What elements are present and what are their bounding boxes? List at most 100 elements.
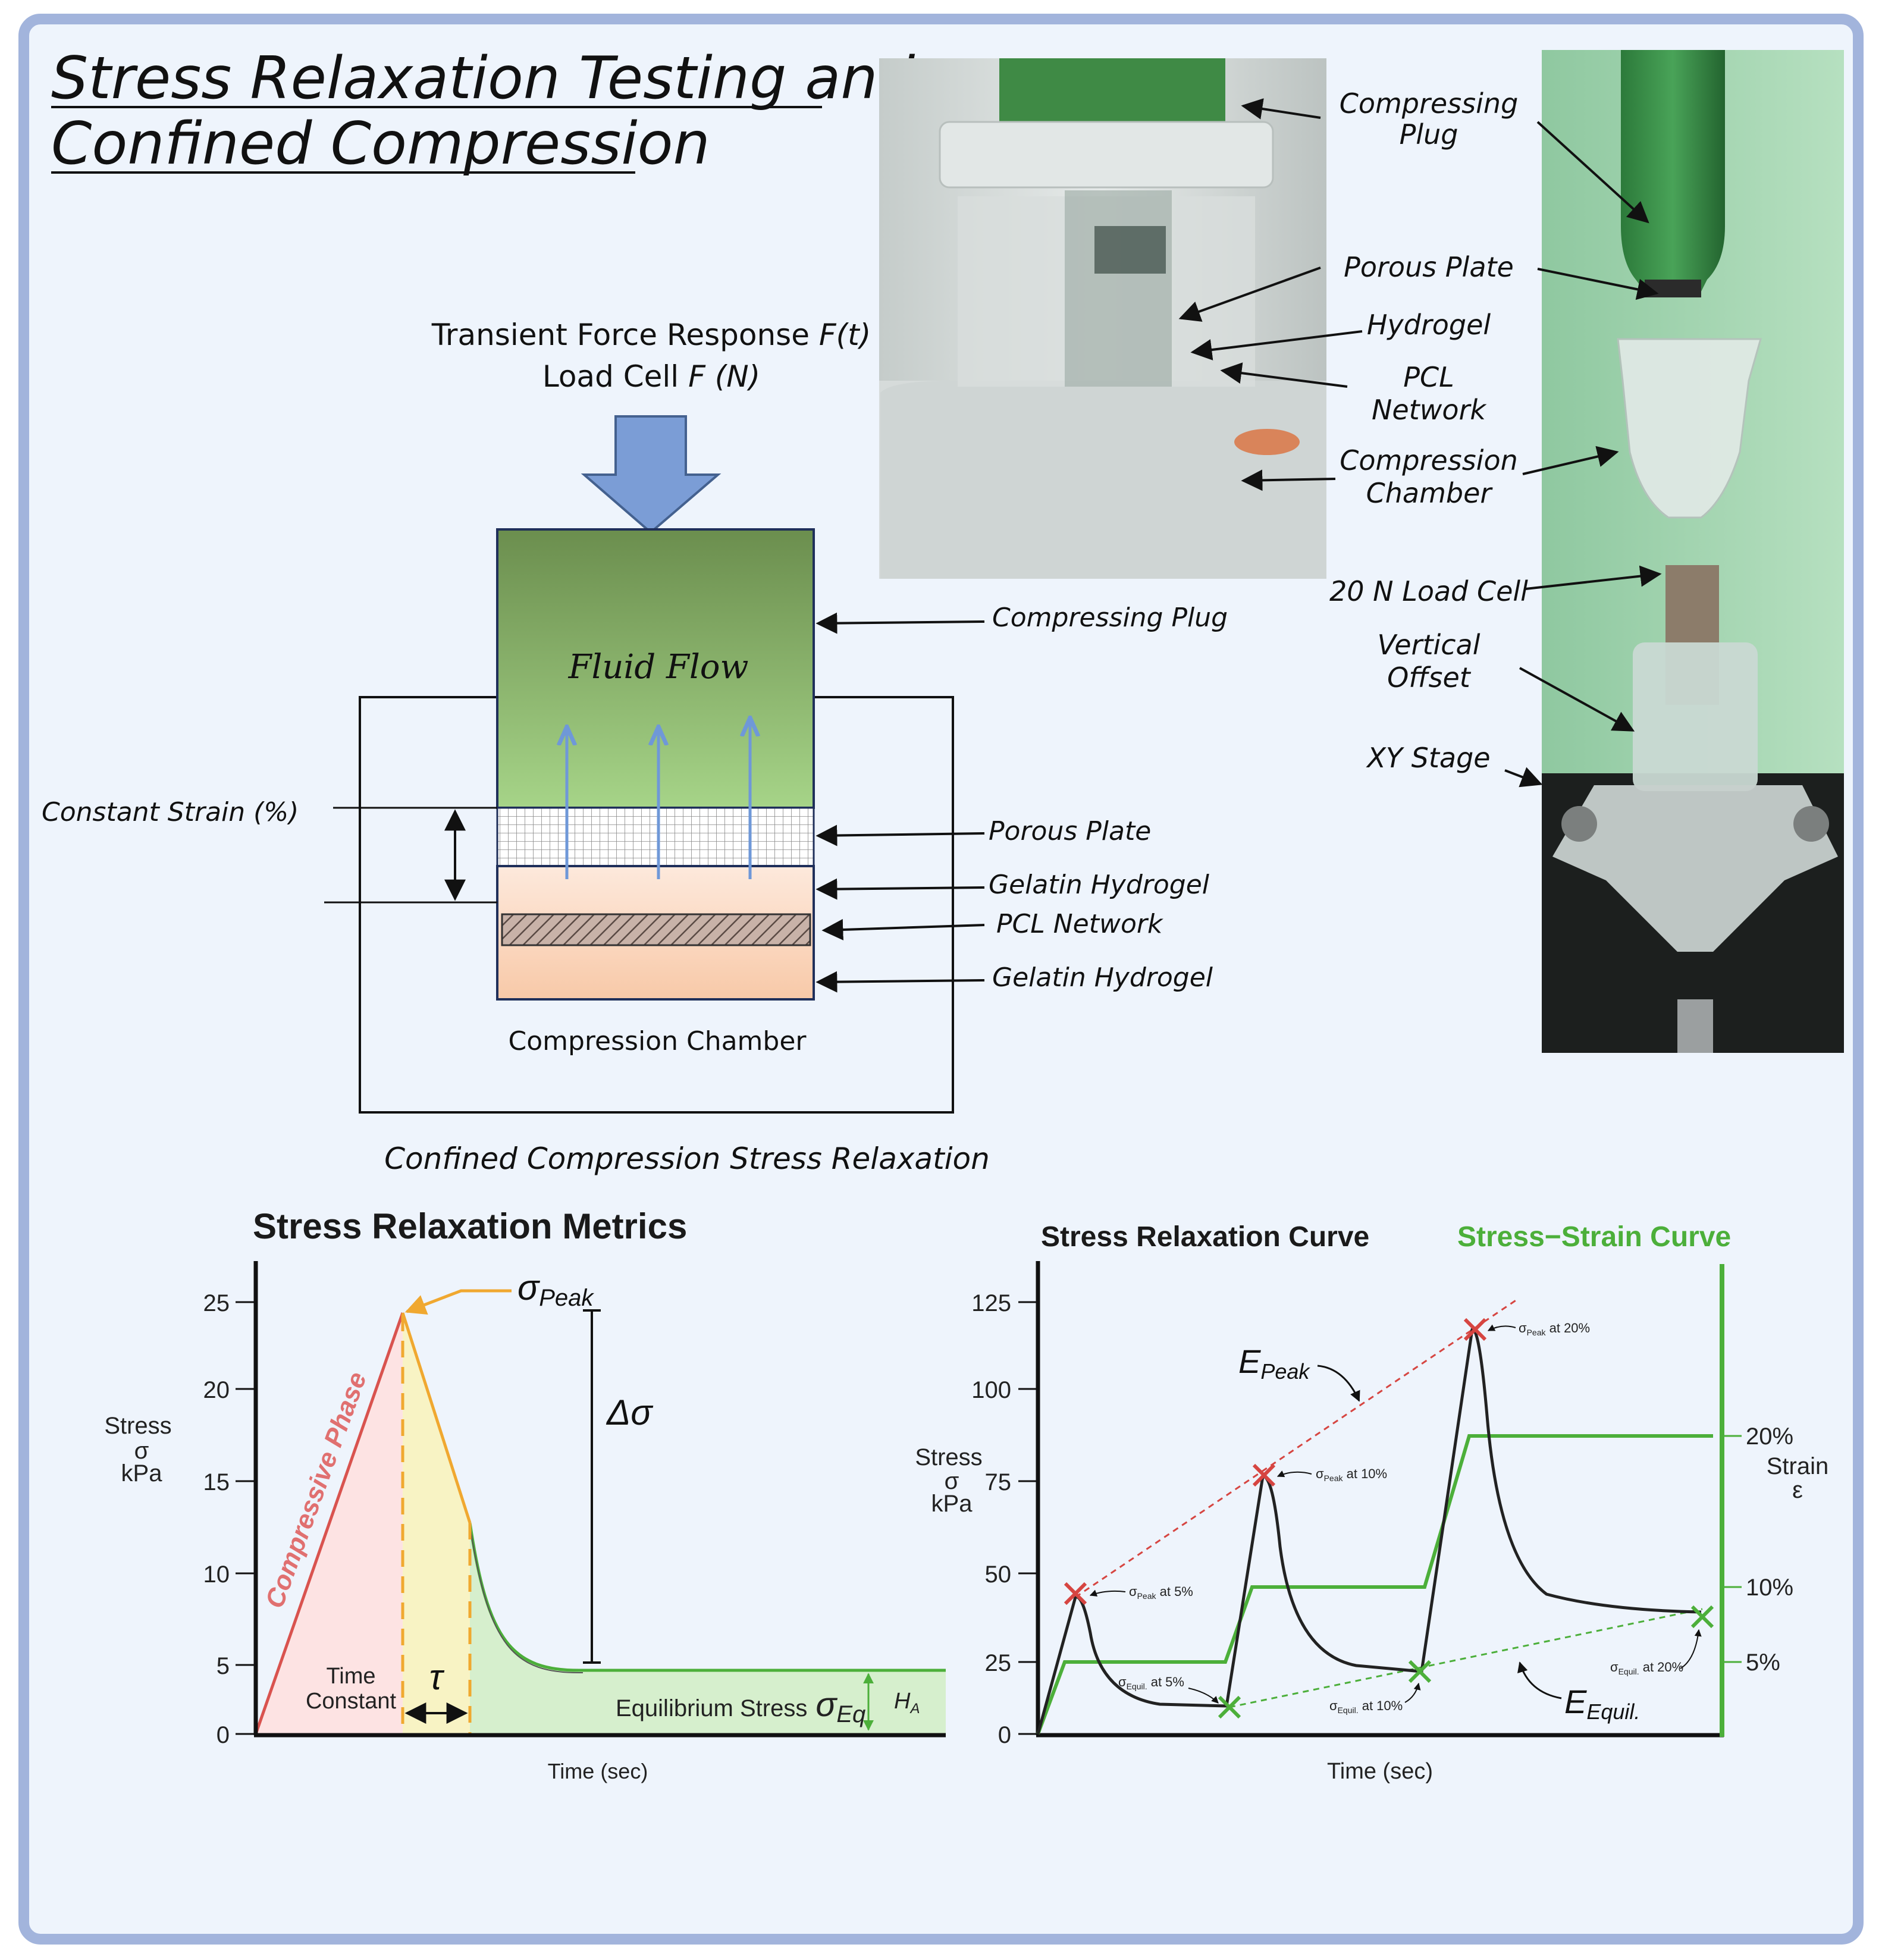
equil-20-label: σEquil. at 20% [1610,1660,1683,1676]
figure-title: Stress Relaxation Testing and Confined C… [51,45,915,178]
relax-ylabel-2: σ [945,1468,959,1494]
photo-setup [1542,50,1844,1053]
time-constant-label-2: Constant [306,1689,397,1714]
sigma-peak-arrow [404,1289,512,1315]
metrics-ytick-5: 5 [217,1653,230,1679]
e-peak-label: EPeak [1238,1343,1310,1384]
equil-5-label: σEquil. at 5% [1118,1674,1184,1691]
e-equil-label: EEquil. [1564,1683,1640,1724]
compression-chamber [359,696,954,1114]
relax-ytick-75: 75 [985,1469,1012,1495]
tau-label: τ [429,1657,445,1697]
photo-label-vertical-offset-2: Offset [1387,661,1472,694]
peak-marker-5 [1064,1582,1087,1605]
metrics-ylabel-2: σ [134,1438,149,1464]
relax-ylabel-1: Stress [915,1444,982,1470]
label-porous-plate: Porous Plate [989,816,1151,846]
label-compressing-plug: Compressing Plug [992,603,1228,633]
force-response-label: Transient Force Response F(t) [431,318,871,352]
relax-ytick-50: 50 [985,1561,1012,1588]
e-equil-line [1229,1608,1703,1708]
relax-ytick-25: 25 [985,1650,1012,1676]
equil-marker-5 [1218,1695,1241,1719]
strain-tick-10: 10% [1746,1575,1793,1601]
metrics-ytick-20: 20 [203,1377,230,1403]
peak-20-label: σPeak at 20% [1519,1321,1590,1337]
relaxation-curve [1036,1328,1702,1735]
compression-schematic: Transient Force Response F(t) Load Cell … [42,318,1228,1176]
relax-y-ticks: 0 25 50 75 100 125 [971,1290,1038,1748]
metrics-ytick-10: 10 [203,1561,230,1588]
constant-strain-label: Constant Strain (%) [42,797,299,827]
metrics-ytick-15: 15 [203,1469,230,1495]
time-constant-label-1: Time [326,1664,375,1689]
photo-label-compressing-plug-2: Plug [1400,118,1458,150]
metrics-chart: Stress Relaxation Metrics 0 5 10 15 20 2… [104,1206,946,1783]
peak-10-label: σPeak at 10% [1316,1466,1387,1483]
relax-ytick-0: 0 [998,1722,1011,1748]
metrics-ylabel-1: Stress [104,1413,171,1439]
title-line-1: Stress Relaxation Testing and [51,45,915,112]
delta-sigma-label: Δσ [606,1393,654,1432]
equilibrium-phase-fill [470,1523,946,1734]
porous-plate [496,807,815,867]
photo-label-pcl-2: Network [1372,394,1487,426]
e-peak-line [1075,1299,1517,1598]
equil-marker-20 [1690,1605,1714,1629]
relax-ylabel-3: kPa [931,1491,973,1517]
metrics-xlabel: Time (sec) [548,1759,648,1783]
fluid-flow-label: Fluid Flow [568,648,749,686]
strain-label-2: ε [1792,1477,1803,1503]
ha-label: HA [894,1689,920,1717]
photo-label-load-cell: 20 N Load Cell [1329,575,1528,607]
equil-10-label: σEquil. at 10% [1329,1698,1403,1715]
strain-ticks: 5% 10% 20% [1722,1423,1793,1676]
strain-curve [1036,1434,1713,1735]
relax-ytick-100: 100 [971,1377,1011,1403]
peak-marker-10 [1252,1463,1276,1487]
pcl-network-layer [501,913,811,946]
relax-chart: Stress Relaxation Curve Stress−Strain Cu… [915,1221,1828,1784]
relax-chart-title: Stress Relaxation Curve [1041,1221,1369,1253]
equil-marker-10 [1408,1660,1432,1683]
label-gelatin-hydrogel-bottom: Gelatin Hydrogel [992,962,1213,993]
photo-label-hydrogel: Hydrogel [1367,309,1491,341]
photo-label-compression-chamber-1: Compression [1340,444,1518,476]
metrics-ytick-25: 25 [203,1290,230,1316]
relax-ytick-125: 125 [971,1290,1011,1316]
compressing-plug [496,528,815,809]
metrics-ylabel-3: kPa [121,1460,163,1487]
schematic-caption: Confined Compression Stress Relaxation [384,1141,990,1176]
photo-label-porous-plate: Porous Plate [1344,251,1514,283]
photo-closeup [879,58,1326,579]
load-cell-label: Load Cell F (N) [542,359,760,394]
peak-marker-20 [1463,1318,1487,1341]
photo-label-xy-stage: XY Stage [1366,742,1490,774]
force-arrow-icon [581,415,722,534]
relaxation-phase-fill [403,1313,470,1734]
strain-tick-20: 20% [1746,1423,1793,1450]
compression-chamber-label: Compression Chamber [508,1026,807,1056]
strain-tick-5: 5% [1746,1649,1780,1676]
metrics-chart-title: Stress Relaxation Metrics [253,1206,687,1246]
title-line-2: Confined Compression [51,110,710,178]
peak-5-label: σPeak at 5% [1129,1584,1193,1601]
metrics-ytick-0: 0 [217,1722,230,1748]
photo-label-compression-chamber-2: Chamber [1366,477,1494,509]
label-pcl-network: PCL Network [996,909,1163,939]
sigma-peak-label: σPeak [517,1268,594,1311]
compressive-line [254,1312,404,1735]
relax-chart-title-right: Stress−Strain Curve [1457,1221,1731,1253]
metrics-y-ticks: 0 5 10 15 20 25 [203,1290,256,1748]
photo-labels: Compressing Plug Porous Plate Hydrogel P… [1178,87,1662,788]
photo-label-pcl-1: PCL [1403,361,1454,393]
label-gelatin-hydrogel-top: Gelatin Hydrogel [989,870,1210,900]
figure-frame [18,14,1864,1945]
photo-label-vertical-offset-1: Vertical [1377,629,1480,661]
strain-label-1: Strain [1767,1453,1829,1479]
relax-xlabel: Time (sec) [1327,1759,1433,1784]
relaxation-line [401,1312,472,1523]
photo-label-compressing-plug-1: Compressing [1340,87,1519,120]
